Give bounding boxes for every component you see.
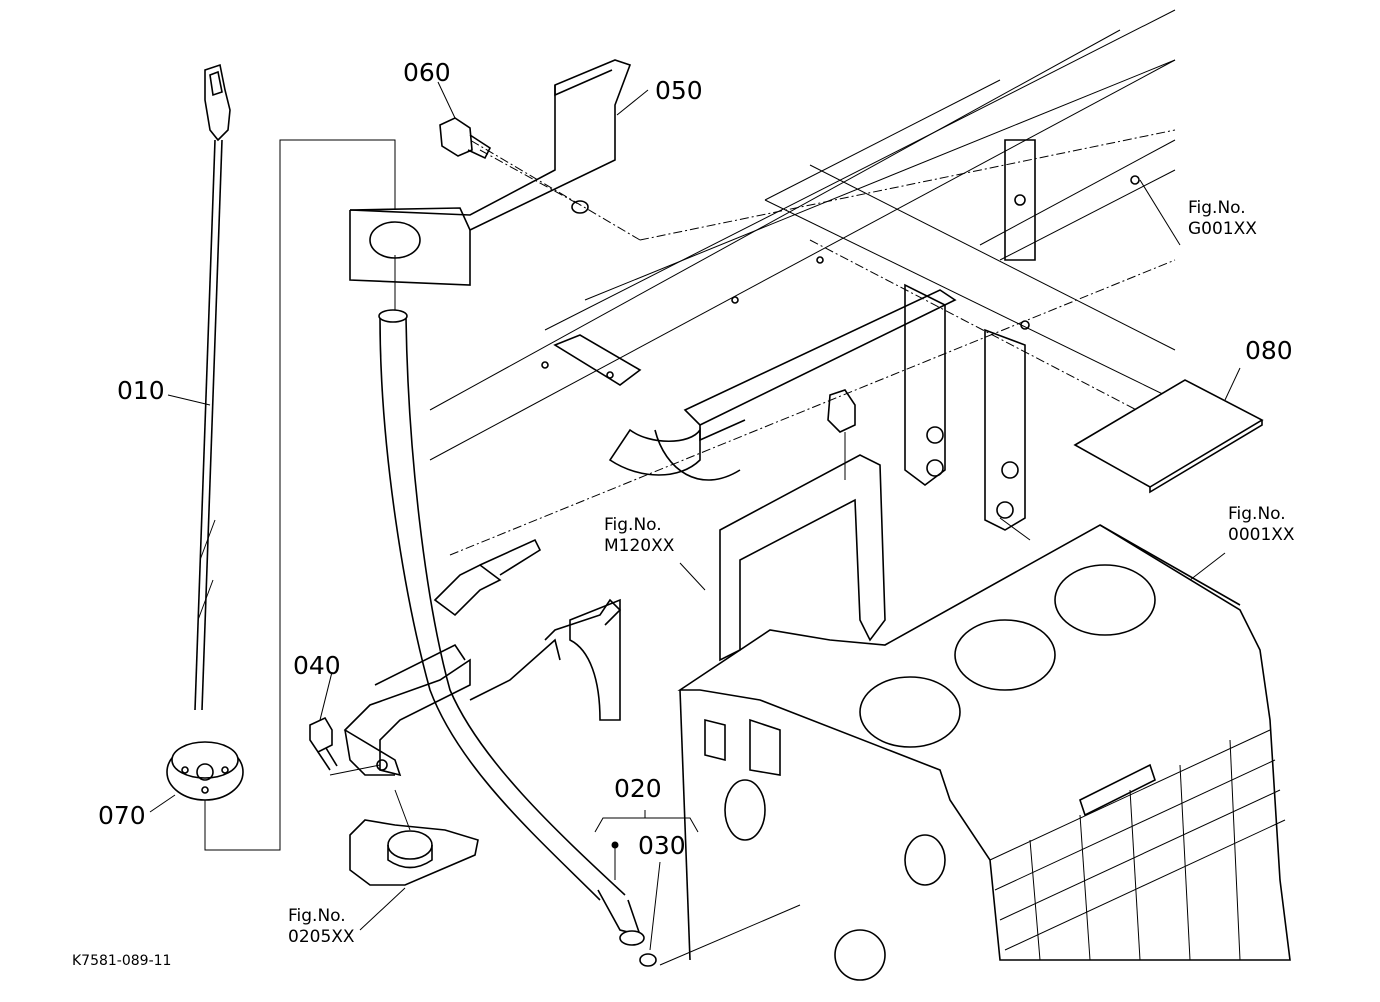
fig-ref-0001xx-line1: Fig.No.: [1228, 504, 1286, 524]
fig-ref-g001xx: Fig.No. G001XX: [1188, 198, 1257, 241]
part-label-050: 050: [655, 76, 703, 105]
part-label-080: 080: [1245, 336, 1293, 365]
pump-base: [349, 789, 479, 886]
cap-070: [166, 139, 396, 851]
fig-ref-0205xx-line1: Fig.No.: [288, 906, 346, 926]
part-label-010: 010: [117, 376, 165, 405]
fig-ref-0205xx: Fig.No. 0205XX: [288, 906, 355, 949]
fig-ref-g001xx-line1: Fig.No.: [1188, 198, 1246, 218]
sensor-060: [439, 117, 581, 206]
fig-ref-m120xx-line1: Fig.No.: [604, 515, 662, 535]
bolt-040: [309, 716, 381, 776]
drawing-code: K7581-089-11: [72, 953, 172, 969]
guide-pipe: [378, 255, 645, 946]
bracket-050: [349, 59, 632, 286]
engine-block: [677, 524, 1291, 981]
part-label-070: 070: [98, 801, 146, 830]
dipstick-010: [194, 63, 231, 711]
bracket-m120: [569, 389, 886, 721]
part-label-060: 060: [403, 58, 451, 87]
manual-080: [1073, 379, 1264, 494]
fig-ref-g001xx-line2: G001XX: [1188, 219, 1257, 240]
upper-frame: [429, 9, 1176, 556]
leader-lines: [149, 81, 1241, 967]
part-label-040: 040: [293, 651, 341, 680]
fig-ref-m120xx: Fig.No. M120XX: [604, 515, 674, 558]
lower-stay: [343, 538, 622, 777]
fig-ref-0001xx-line2: 0001XX: [1228, 525, 1295, 546]
fig-ref-0001xx: Fig.No. 0001XX: [1228, 504, 1295, 547]
part-label-030: 030: [638, 831, 686, 860]
part-label-020: 020: [614, 774, 662, 803]
fig-ref-m120xx-line2: M120XX: [604, 536, 675, 557]
fig-ref-0205xx-line2: 0205XX: [288, 927, 355, 948]
